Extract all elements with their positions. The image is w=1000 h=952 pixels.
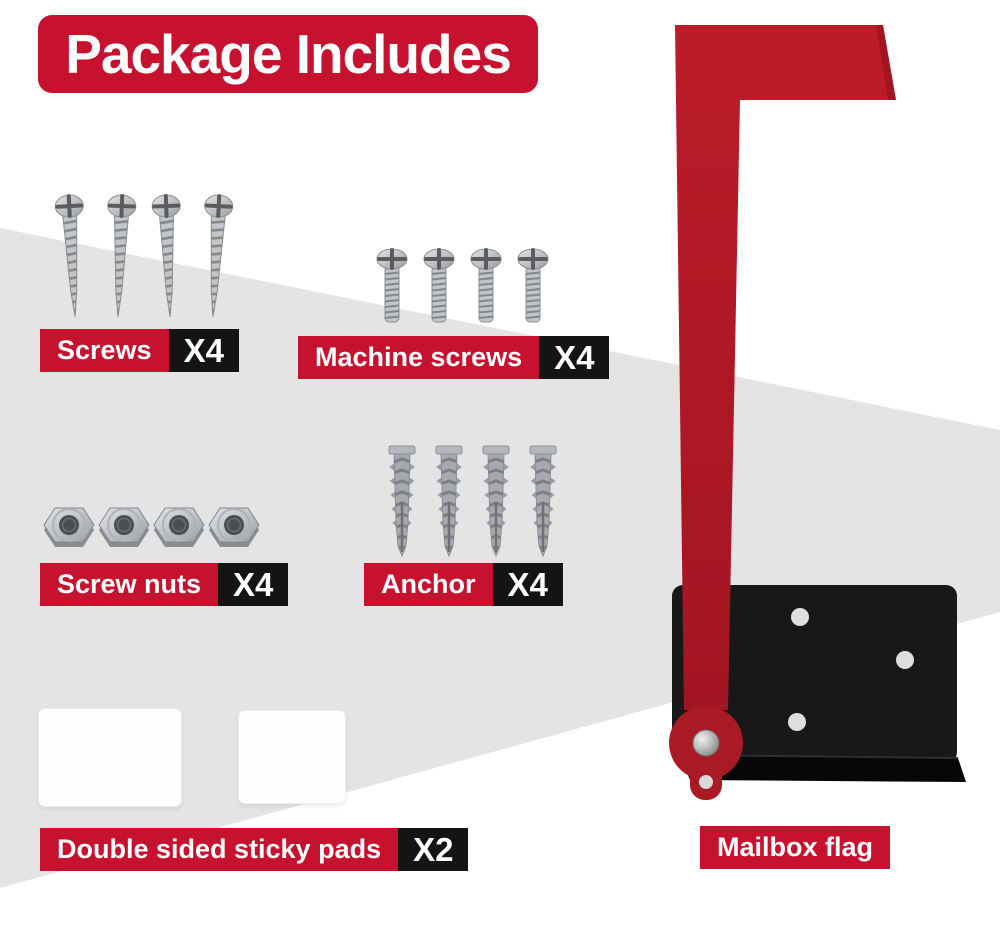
machine-screw-icon: [375, 248, 409, 324]
item-qty-machine-screws: X4: [539, 336, 610, 379]
machine-screws-label-row: Machine screws X4: [298, 336, 610, 379]
mailbox-flag-icon: [669, 25, 896, 800]
item-qty-sticky-pads: X2: [398, 828, 469, 871]
bracket-hole: [896, 651, 914, 669]
machine-screw-icon: [422, 248, 456, 324]
item-qty-screw-nuts: X4: [218, 563, 289, 606]
bracket-hole: [791, 608, 809, 626]
wood-screws-graphic: [52, 193, 252, 326]
item-label-sticky-pads: Double sided sticky pads: [40, 828, 399, 871]
wood-screw-icon: [152, 195, 184, 318]
wall-anchor-icon: [434, 444, 464, 558]
anchor-label-row: Anchor X4: [364, 563, 563, 606]
page-title-banner: Package Includes: [38, 15, 538, 93]
sticky-pad-icon: [38, 708, 182, 807]
machine-screw-icon: [469, 248, 503, 324]
item-label-screws: Screws: [40, 329, 169, 372]
screws-label-row: Screws X4: [40, 329, 239, 372]
item-label-anchor: Anchor: [364, 563, 493, 606]
sticky-pad-icon: [238, 710, 346, 804]
pivot-screw-icon: [692, 729, 720, 757]
machine-screws-graphic: [375, 248, 550, 324]
mailbox-flag-graphic: [669, 25, 966, 800]
mailbox-flag-label-row: Mailbox flag: [700, 826, 891, 869]
wall-anchor-icon: [528, 444, 558, 558]
hex-nut-icon: [153, 507, 205, 548]
hex-nut-icon: [98, 507, 150, 548]
sticky-pads-label-row: Double sided sticky pads X2: [40, 828, 469, 871]
hex-nut-icon: [43, 507, 95, 548]
bracket-hole: [788, 713, 806, 731]
item-qty-screws: X4: [168, 329, 239, 372]
machine-screw-icon: [516, 248, 550, 324]
item-label-screw-nuts: Screw nuts: [40, 563, 219, 606]
wood-screw-icon: [104, 195, 136, 318]
item-label-machine-screws: Machine screws: [298, 336, 540, 379]
item-qty-anchor: X4: [492, 563, 563, 606]
wall-anchor-icon: [387, 444, 417, 558]
screw-nuts-label-row: Screw nuts X4: [40, 563, 289, 606]
anchors-graphic: [387, 444, 558, 558]
wood-screw-icon: [55, 194, 89, 317]
flag-tail-hole: [699, 775, 713, 789]
item-label-mailbox-flag: Mailbox flag: [700, 826, 891, 869]
mounting-bracket: [672, 585, 966, 782]
page-title: Package Includes: [65, 23, 512, 85]
screw-nuts-graphic: [43, 507, 260, 548]
hex-nut-icon: [208, 507, 260, 548]
wood-screw-icon: [199, 194, 233, 317]
wall-anchor-icon: [481, 444, 511, 558]
